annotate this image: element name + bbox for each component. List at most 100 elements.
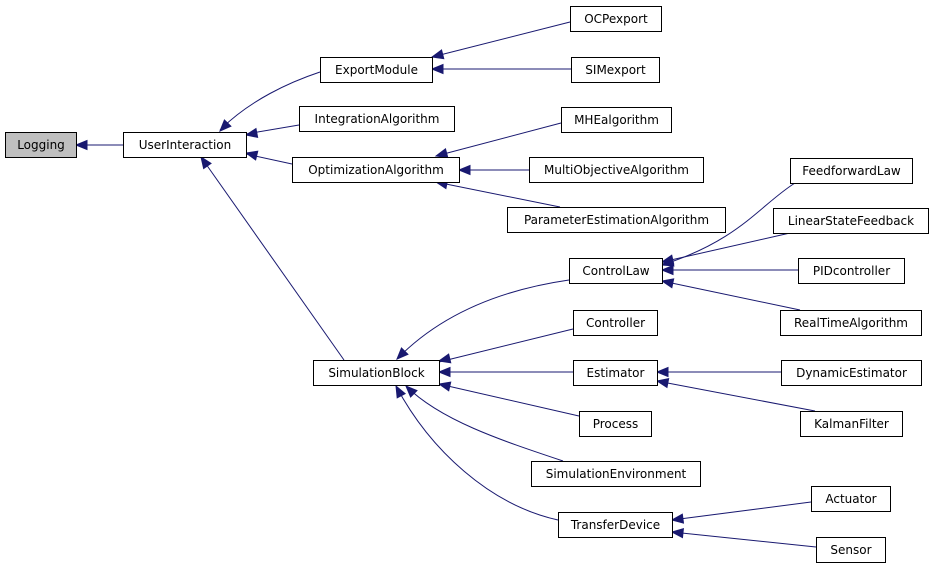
node-box <box>529 157 704 183</box>
edge-pidcontroller-to-controllaw <box>660 264 798 276</box>
node-box <box>811 486 891 512</box>
arrowhead-icon <box>244 127 259 139</box>
node-box <box>570 6 662 32</box>
node-label: OptimizationAlgorithm <box>308 163 444 177</box>
class-node-process[interactable]: Process <box>579 411 652 437</box>
class-node-kalmanfilter[interactable]: KalmanFilter <box>800 411 903 437</box>
node-box <box>571 57 660 83</box>
edge-estimator-to-simulationblock <box>437 366 573 378</box>
edge-integrationalgorithm-to-userinteraction <box>244 124 300 139</box>
node-label: Actuator <box>825 492 876 506</box>
node-label: SimulationBlock <box>328 366 424 380</box>
edge-simulationenvironment-to-simulationblock <box>405 385 564 462</box>
class-node-userinteraction[interactable]: UserInteraction <box>123 132 247 158</box>
class-node-simulationblock[interactable]: SimulationBlock <box>313 360 440 386</box>
class-node-simulationenvironment[interactable]: SimulationEnvironment <box>531 461 701 487</box>
class-node-multiobjectivealgorithm[interactable]: MultiObjectiveAlgorithm <box>529 157 704 183</box>
node-label: OCPexport <box>584 12 648 26</box>
edge-line <box>219 71 321 131</box>
node-box <box>573 360 658 386</box>
class-node-dynamicestimator[interactable]: DynamicEstimator <box>781 360 922 386</box>
class-node-realtimealgorithm[interactable]: RealTimeAlgorithm <box>780 310 922 336</box>
class-node-integrationalgorithm[interactable]: IntegrationAlgorithm <box>299 106 455 132</box>
class-node-sensor[interactable]: Sensor <box>816 537 886 563</box>
node-label: KalmanFilter <box>814 417 889 431</box>
node-box <box>5 132 77 158</box>
class-node-controllaw[interactable]: ControlLaw <box>569 258 663 284</box>
node-label: Process <box>593 417 639 431</box>
edge-userinteraction-to-logging <box>74 139 123 151</box>
arrowhead-icon <box>430 49 445 60</box>
class-node-ocpexport[interactable]: OCPexport <box>570 6 662 32</box>
node-box <box>790 158 913 184</box>
edge-line <box>671 501 812 521</box>
edge-actuator-to-transferdevice <box>670 501 812 524</box>
edge-line <box>671 531 817 548</box>
arrowhead-icon <box>200 155 212 170</box>
class-node-estimator[interactable]: Estimator <box>573 360 658 386</box>
arrowhead-icon <box>670 527 684 539</box>
class-node-parameterestimationalgorithm[interactable]: ParameterEstimationAlgorithm <box>507 207 726 233</box>
class-node-controller[interactable]: Controller <box>573 310 658 336</box>
arrowhead-icon <box>434 147 449 159</box>
node-box <box>313 360 440 386</box>
arrowhead-icon <box>457 164 471 176</box>
arrowhead-icon <box>660 264 674 276</box>
edge-controllaw-to-simulationblock <box>396 279 570 360</box>
arrowhead-icon <box>395 384 407 399</box>
node-box <box>507 207 726 233</box>
node-box <box>573 310 658 336</box>
edge-line <box>661 232 791 263</box>
node-box <box>569 258 663 284</box>
node-label: SimulationEnvironment <box>546 467 687 481</box>
node-label: Controller <box>586 316 645 330</box>
node-box <box>561 107 672 133</box>
edge-line <box>435 122 562 157</box>
class-node-transferdevice[interactable]: TransferDevice <box>558 512 673 538</box>
node-box <box>123 132 247 158</box>
edge-controller-to-simulationblock <box>437 328 574 364</box>
class-node-optimizationalgorithm[interactable]: OptimizationAlgorithm <box>292 157 460 183</box>
class-node-simexport[interactable]: SIMexport <box>571 57 660 83</box>
node-label: TransferDevice <box>570 518 660 532</box>
class-node-exportmodule[interactable]: ExportModule <box>320 57 433 83</box>
arrowhead-icon <box>437 366 451 378</box>
edge-linearstatefeedback-to-controllaw <box>660 232 791 265</box>
class-node-feedforwardlaw[interactable]: FeedforwardLaw <box>790 158 913 184</box>
arrowhead-icon <box>430 63 444 75</box>
arrowhead-icon <box>405 385 418 398</box>
class-node-pidcontroller[interactable]: PIDcontroller <box>798 258 905 284</box>
class-node-linearstatefeedback[interactable]: LinearStateFeedback <box>773 208 929 234</box>
edge-line <box>200 156 345 361</box>
node-label: DynamicEstimator <box>796 366 907 380</box>
node-label: RealTimeAlgorithm <box>794 316 908 330</box>
node-label: FeedforwardLaw <box>802 164 901 178</box>
edge-realtimealgorithm-to-controllaw <box>660 278 801 311</box>
node-label: MHEalgorithm <box>574 113 659 127</box>
edge-mhealgorithm-to-optimizationalgorithm <box>434 122 562 159</box>
arrowhead-icon <box>244 150 259 161</box>
edge-kalmanfilter-to-estimator <box>655 377 816 412</box>
arrowhead-icon <box>655 377 670 389</box>
edge-line <box>396 279 570 360</box>
edge-sensor-to-transferdevice <box>670 527 817 548</box>
node-box <box>320 57 433 83</box>
class-node-actuator[interactable]: Actuator <box>811 486 891 512</box>
edge-line <box>661 280 801 311</box>
node-label: ExportModule <box>335 63 418 77</box>
edge-line <box>405 385 564 462</box>
node-label: SIMexport <box>585 63 646 77</box>
node-label: PIDcontroller <box>813 264 890 278</box>
node-label: Estimator <box>587 366 645 380</box>
node-box <box>798 258 905 284</box>
arrowhead-icon <box>219 119 232 132</box>
edge-ocpexport-to-exportmodule <box>430 21 571 60</box>
node-label: ControlLaw <box>582 264 649 278</box>
class-node-mhealgorithm[interactable]: MHEalgorithm <box>561 107 672 133</box>
arrowhead-icon <box>660 254 675 265</box>
node-label: MultiObjectiveAlgorithm <box>544 163 689 177</box>
node-box <box>558 512 673 538</box>
edge-simulationblock-to-userinteraction <box>200 155 345 361</box>
edge-parameterestimationalgorithm-to-optimizationalgorithm <box>434 179 561 208</box>
